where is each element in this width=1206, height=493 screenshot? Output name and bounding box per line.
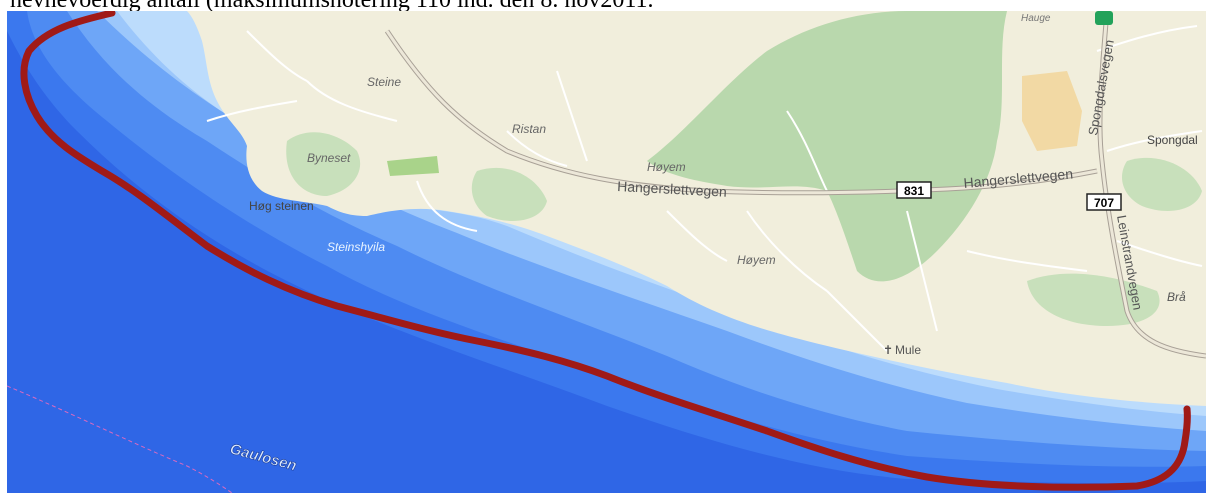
- place-label-hog-steinen: Høg steinen: [249, 199, 314, 213]
- survey-track-line: [20, 11, 1191, 491]
- caption-text: hevnevoerdig antall (maksimumsnotering 1…: [10, 0, 654, 13]
- minor-roads: [206, 25, 1203, 352]
- place-label-steine: Steine: [367, 75, 401, 89]
- svg-text:707: 707: [1094, 196, 1114, 210]
- forest-patch-4: [1122, 157, 1202, 211]
- place-label-hoeyem-south: Høyem: [737, 253, 776, 267]
- place-label-bra: Brå: [1167, 290, 1186, 304]
- map-canvas[interactable]: 831 707 Hangerslettvegen Hangerslettvege…: [7, 11, 1206, 493]
- road-shield-707: 707: [1086, 193, 1122, 211]
- svg-text:831: 831: [904, 184, 924, 198]
- map-view[interactable]: 831 707 Hangerslettvegen Hangerslettvege…: [7, 11, 1206, 493]
- road-shield-831: 831: [896, 181, 932, 199]
- place-label-mule: Mule: [895, 343, 921, 357]
- place-label-steinshyila: Steinshyila: [327, 240, 385, 254]
- place-label-hauge: Hauge: [1021, 13, 1051, 24]
- poi-marker-icon[interactable]: [1095, 11, 1113, 25]
- place-label-spongdal: Spongdal: [1147, 133, 1198, 147]
- road-label-hangerslettvegen-west: Hangerslettvegen: [617, 178, 727, 200]
- built-up-area: [1022, 71, 1082, 151]
- forest-patch-2: [471, 167, 547, 221]
- church-icon: ✝: [883, 343, 893, 357]
- park-patch: [387, 156, 439, 176]
- place-label-hoeyem-north: Høyem: [647, 160, 686, 174]
- forest-area: [647, 11, 1007, 282]
- boundary-dashed-line: [7, 385, 233, 493]
- place-label-byneset: Byneset: [307, 151, 351, 165]
- main-roads: [384, 11, 1206, 359]
- forest-patch-1: [286, 132, 361, 196]
- place-label-ristan: Ristan: [512, 122, 546, 136]
